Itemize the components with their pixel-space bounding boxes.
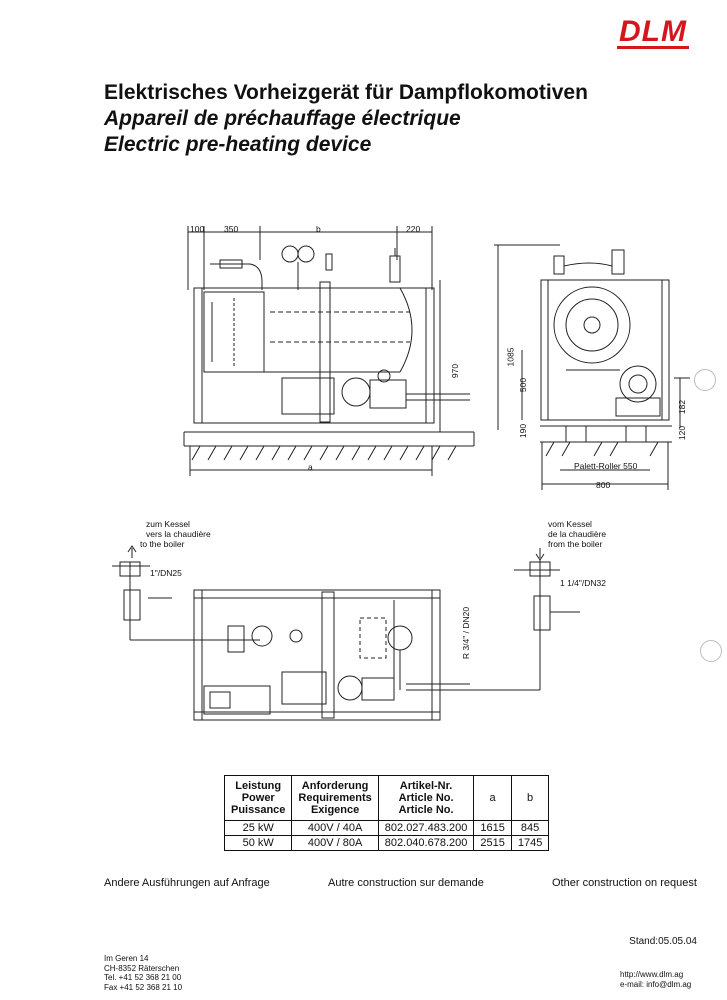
from-boiler-fr: de la chaudière bbox=[548, 529, 607, 539]
web-block: http://www.dlm.ag e-mail: info@dlm.ag bbox=[620, 970, 691, 989]
table-header-row: Leistung Power Puissance Anforderung Req… bbox=[223, 775, 550, 821]
to-boiler-label: zum Kessel vers la chaudière to the boil… bbox=[140, 519, 211, 549]
address-phone: Tel. +41 52 368 21 00 bbox=[104, 973, 182, 982]
dim-970: 970 bbox=[450, 363, 461, 379]
pipe-dn25-label: 1"/DN25 bbox=[150, 568, 182, 578]
header-article-en: Article No. bbox=[398, 792, 454, 804]
to-boiler-en: to the boiler bbox=[140, 539, 185, 549]
note-german: Andere Ausführungen auf Anfrage bbox=[104, 877, 270, 889]
title-french: Appareil de préchauffage électrique bbox=[104, 107, 461, 130]
from-boiler-de: vom Kessel bbox=[548, 519, 592, 529]
table-row: 25 kW 400V / 40A 802.027.483.200 1615 84… bbox=[223, 820, 550, 836]
spec-table: Leistung Power Puissance Anforderung Req… bbox=[223, 775, 550, 851]
dlm-logo: DLM bbox=[617, 15, 689, 49]
header-article-fr: Article No. bbox=[398, 804, 454, 816]
dim-182: 182 bbox=[677, 399, 688, 415]
header-req-fr: Exigence bbox=[310, 804, 360, 816]
dim-220: 220 bbox=[406, 224, 421, 234]
dim-1085: 1085 bbox=[505, 347, 516, 367]
header-power: Leistung Power Puissance bbox=[223, 775, 293, 821]
note-english: Other construction on request bbox=[552, 877, 697, 889]
dim-190: 190 bbox=[518, 423, 529, 439]
cell-b: 1745 bbox=[510, 835, 550, 851]
dim-800: 800 bbox=[596, 480, 611, 490]
dim-a: a bbox=[308, 462, 313, 472]
from-boiler-en: from the boiler bbox=[548, 539, 603, 549]
header-article: Artikel-Nr. Article No. Article No. bbox=[377, 775, 475, 821]
cell-requirements: 400V / 80A bbox=[291, 835, 379, 851]
address-city: CH-8352 Räterschen bbox=[104, 963, 180, 973]
header-power-fr: Puissance bbox=[231, 804, 286, 816]
plan-view bbox=[112, 545, 580, 721]
cell-a: 1615 bbox=[473, 820, 512, 836]
table-row: 50 kW 400V / 80A 802.040.678.200 2515 17… bbox=[223, 835, 550, 851]
header-power-de: Leistung bbox=[235, 780, 282, 792]
cell-article: 802.040.678.200 bbox=[377, 835, 475, 851]
to-boiler-de: zum Kessel bbox=[146, 519, 190, 529]
header-requirements: Anforderung Requirements Exigence bbox=[291, 775, 379, 821]
email-link[interactable]: e-mail: info@dlm.ag bbox=[620, 979, 692, 989]
dim-350: 350 bbox=[224, 224, 239, 234]
front-view bbox=[494, 244, 690, 490]
address-block: Im Geren 14 CH-8352 Räterschen Tel. +41 … bbox=[104, 954, 182, 992]
address-fax: Fax +41 52 368 21 10 bbox=[104, 982, 183, 992]
dim-b: b bbox=[316, 224, 321, 234]
cell-power: 50 kW bbox=[223, 835, 293, 851]
cell-power: 25 kW bbox=[223, 820, 293, 836]
website-link[interactable]: http://www.dlm.ag bbox=[620, 970, 684, 979]
dim-120: 120 bbox=[677, 425, 688, 441]
header-b: b bbox=[510, 775, 550, 821]
dim-100: 100 bbox=[190, 224, 205, 234]
title-german: Elektrisches Vorheizgerät für Dampflokom… bbox=[104, 81, 588, 104]
punch-hole bbox=[694, 369, 716, 391]
header-article-de: Artikel-Nr. bbox=[399, 780, 453, 792]
to-boiler-fr: vers la chaudière bbox=[146, 529, 211, 539]
cell-b: 845 bbox=[510, 820, 550, 836]
header-req-en: Requirements bbox=[298, 792, 372, 804]
revision-date: Stand:05.05.04 bbox=[629, 936, 697, 947]
from-boiler-label: vom Kessel de la chaudière from the boil… bbox=[548, 519, 606, 549]
header-a: a bbox=[473, 775, 512, 821]
punch-hole bbox=[700, 640, 722, 662]
note-french: Autre construction sur demande bbox=[328, 877, 484, 889]
cell-article: 802.027.483.200 bbox=[377, 820, 475, 836]
address-street: Im Geren 14 bbox=[104, 954, 149, 963]
dim-500: 500 bbox=[518, 377, 529, 393]
title-english: Electric pre-heating device bbox=[104, 133, 372, 156]
cell-a: 2515 bbox=[473, 835, 512, 851]
header-req-de: Anforderung bbox=[301, 780, 369, 792]
header-power-en: Power bbox=[241, 792, 275, 804]
pipe-dn32-label: 1 1/4"/DN32 bbox=[560, 578, 607, 588]
cell-requirements: 400V / 40A bbox=[291, 820, 379, 836]
pipe-dn20-label: R 3/4" / DN20 bbox=[461, 606, 472, 660]
side-view bbox=[183, 226, 475, 476]
palett-roller-label: Palett-Roller 550 bbox=[574, 461, 638, 471]
